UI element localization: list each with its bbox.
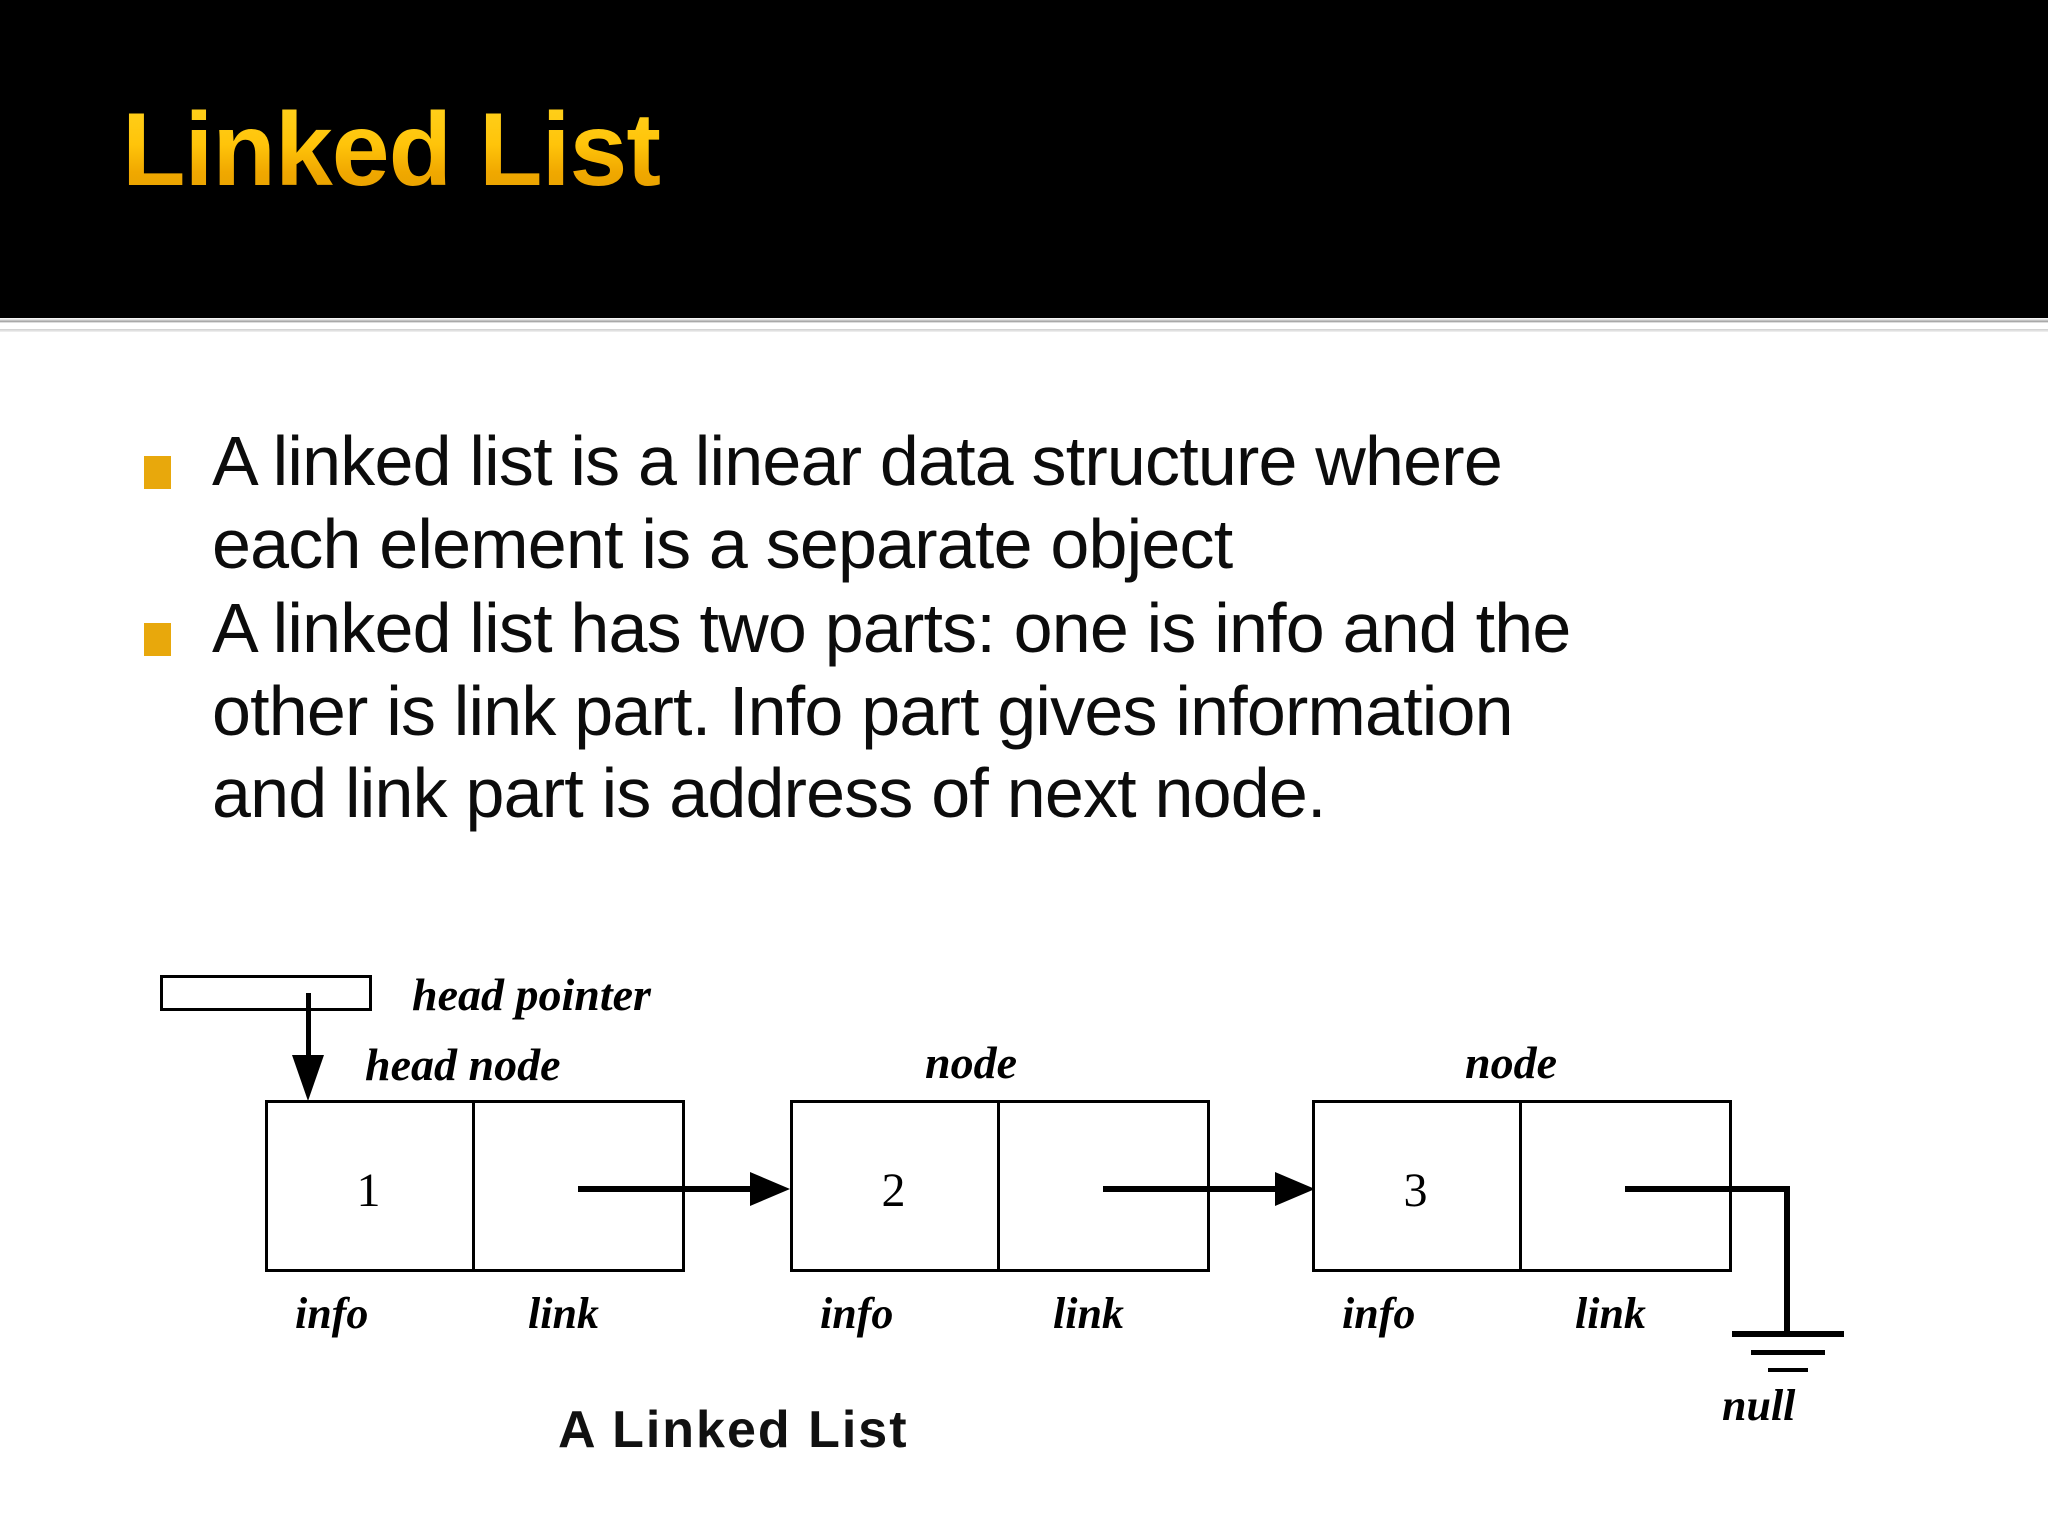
info-label-3: info xyxy=(1342,1289,1416,1338)
page-title: Linked List xyxy=(122,92,661,208)
node-link-line-1 xyxy=(578,1186,763,1192)
info-label-1: info xyxy=(295,1289,369,1338)
null-ground-bar-2 xyxy=(1751,1350,1825,1355)
node-caption-2: node xyxy=(925,1037,1017,1088)
diagram-caption: A Linked List xyxy=(558,1401,909,1459)
head-pointer-arrow-head-icon xyxy=(292,1055,324,1101)
null-label: null xyxy=(1722,1381,1796,1430)
node-caption-head: head node xyxy=(365,1039,561,1090)
list-item: A linked list is a linear data structure… xyxy=(140,420,2000,585)
bullet-text: A linked list is a linear data structure… xyxy=(212,422,1503,583)
title-divider-shadow xyxy=(0,329,2048,332)
head-pointer-box xyxy=(160,975,372,1011)
bullet-list: A linked list is a linear data structure… xyxy=(140,420,2000,837)
node-divider-3 xyxy=(1519,1100,1522,1272)
node-caption-3: node xyxy=(1465,1037,1557,1088)
node-divider-2 xyxy=(997,1100,1000,1272)
node-info-value-1: 1 xyxy=(356,1164,381,1217)
head-pointer-arrow-shaft xyxy=(306,993,311,1083)
title-banner: Linked List xyxy=(0,0,2048,318)
bullet-square-icon xyxy=(144,456,171,489)
node-box-1 xyxy=(265,1100,685,1272)
link-label-1: link xyxy=(528,1289,599,1338)
node-link-arrow-head-1-icon xyxy=(750,1172,790,1206)
node-info-value-2: 2 xyxy=(881,1164,906,1217)
list-item: A linked list has two parts: one is info… xyxy=(140,587,2000,835)
node-box-2 xyxy=(790,1100,1210,1272)
bullet-text: A linked list has two parts: one is info… xyxy=(212,589,1571,833)
null-ground-bar-1 xyxy=(1732,1331,1844,1337)
node-box-3 xyxy=(1312,1100,1732,1272)
node-link-line-2 xyxy=(1103,1186,1288,1192)
title-divider xyxy=(0,318,2048,323)
link-label-2: link xyxy=(1053,1289,1124,1338)
node-link-arrow-head-2-icon xyxy=(1275,1172,1315,1206)
bullet-square-icon xyxy=(144,623,171,657)
node-divider-1 xyxy=(472,1100,475,1272)
node-info-value-3: 3 xyxy=(1403,1164,1428,1217)
null-ground-bar-3 xyxy=(1768,1368,1808,1372)
link-label-3: link xyxy=(1575,1289,1646,1338)
head-pointer-label: head pointer xyxy=(412,969,651,1020)
info-label-2: info xyxy=(820,1289,894,1338)
node-link-line-3 xyxy=(1625,1186,1790,1192)
null-drop-line xyxy=(1784,1186,1790,1336)
